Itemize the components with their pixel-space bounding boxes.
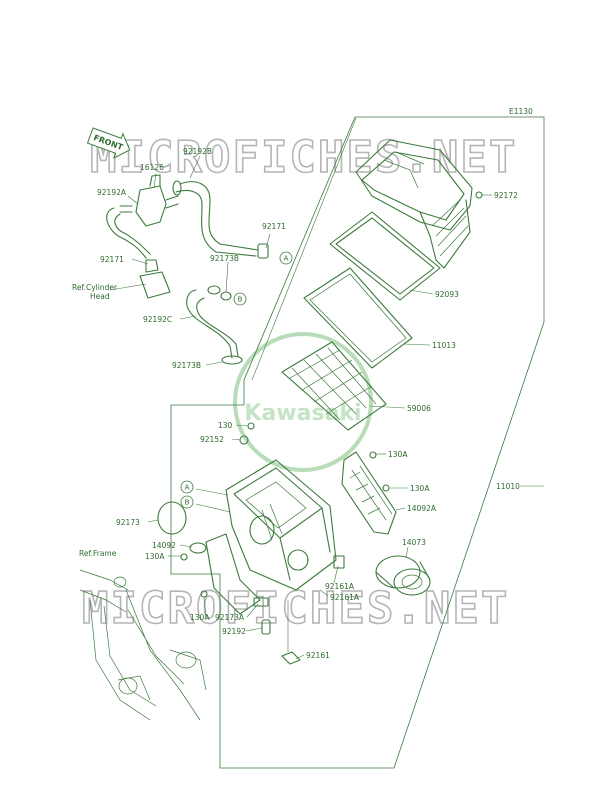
ref-cylinder-head-line1: Ref.Cylinder — [72, 283, 118, 292]
part-130A-right1: 130A — [388, 450, 408, 459]
gasket-92093 — [329, 211, 441, 301]
part-92152: 92152 — [200, 435, 224, 444]
diagram-code: E1130 — [509, 107, 533, 116]
part-92192B: 92192B — [183, 147, 212, 156]
air-filter-element — [303, 267, 413, 369]
part-14092: 14092 — [152, 541, 176, 550]
ref-frame: Ref.Frame — [79, 549, 117, 558]
frame-inner-line — [251, 117, 357, 381]
air-box-cover — [355, 139, 473, 269]
circle-marker-a-top: A — [279, 251, 293, 265]
part-130A-bottom: 130A — [190, 613, 210, 622]
part-92192A: 92192A — [97, 188, 127, 197]
part-92172: 92172 — [494, 191, 518, 200]
part-59006: 59006 — [407, 404, 431, 413]
circle-marker-b-top: B — [233, 292, 247, 306]
part-11010: 11010 — [496, 482, 520, 491]
watermark-logo-text: Kawasaki — [244, 401, 361, 426]
svg-text:B: B — [185, 499, 190, 507]
part-14092A: 14092A — [407, 504, 437, 513]
filter-mesh — [281, 341, 387, 431]
part-92192C: 92192C — [143, 315, 172, 324]
svg-text:A: A — [284, 255, 289, 263]
svg-text:A: A — [185, 484, 190, 492]
leader-lines — [109, 155, 544, 660]
part-14073: 14073 — [402, 538, 426, 547]
svg-text:B: B — [238, 296, 243, 304]
air-box-case — [205, 459, 337, 615]
part-92173: 92173 — [116, 518, 140, 527]
circle-marker-b-lower: B — [180, 495, 194, 509]
clamp-92173 — [157, 501, 187, 535]
part-92171-top: 92171 — [262, 222, 286, 231]
small-hardware — [180, 191, 483, 665]
frame-sketch — [79, 569, 207, 721]
side-cover — [341, 451, 397, 535]
part-130A-right2: 130A — [410, 484, 430, 493]
part-16126: 16126 — [140, 163, 164, 172]
part-11013: 11013 — [432, 341, 456, 350]
watermark-logo: Kawasaki — [233, 332, 373, 472]
part-92173B-mid: 92173B — [172, 361, 201, 370]
ref-cylinder-head-line2: Head — [90, 292, 110, 301]
part-92173B-top: 92173B — [210, 254, 239, 263]
circle-marker-a-lower: A — [180, 480, 194, 494]
part-92161A-2: 92161A — [330, 593, 360, 602]
part-92093: 92093 — [435, 290, 459, 299]
part-92171-left: 92171 — [100, 255, 124, 264]
part-130A-left: 130A — [145, 552, 165, 561]
assembly-frame — [170, 116, 545, 769]
part-130-left: 130 — [218, 421, 233, 430]
front-arrow: FRONT — [86, 127, 131, 160]
part-92192: 92192 — [222, 627, 246, 636]
part-92161A-1: 92161A — [325, 582, 355, 591]
watermark-bottom: MICROFICHES.NET — [82, 583, 509, 634]
intake-duct — [375, 555, 431, 596]
part-92173A: 92173A — [215, 613, 245, 622]
part-92161: 92161 — [306, 651, 330, 660]
air-valve-assembly — [106, 174, 269, 365]
